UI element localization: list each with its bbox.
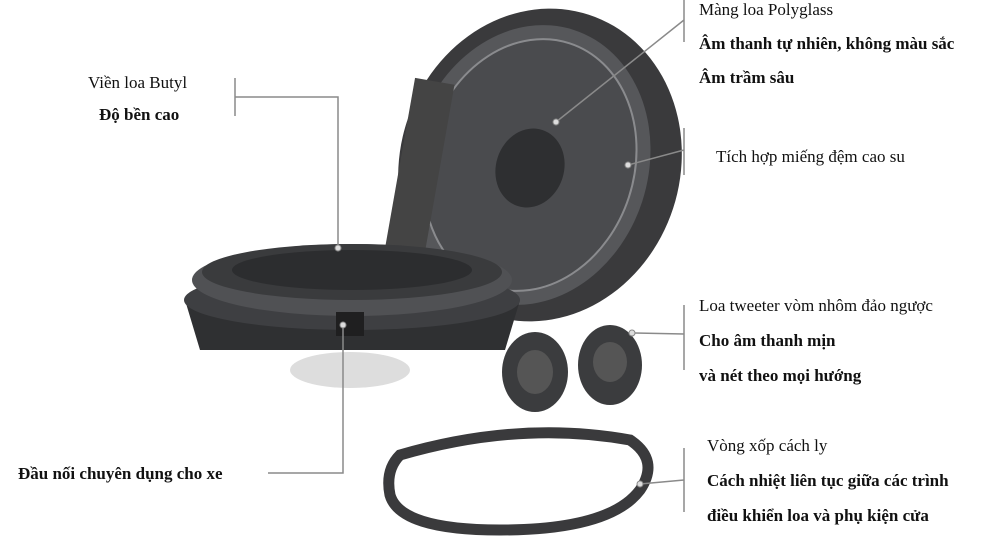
foam-ring-detail-2: điều khiển loa và phụ kiện cửa xyxy=(707,506,929,525)
tweeter-title: Loa tweeter vòm nhôm đảo ngược xyxy=(699,296,933,315)
tweeter-detail-1: Cho âm thanh mịn xyxy=(699,331,836,350)
foam-ring xyxy=(383,427,654,536)
connector-title: Đầu nối chuyên dụng cho xe xyxy=(18,464,223,483)
foam-ring-detail-1: Cách nhiệt liên tục giữa các trình xyxy=(707,471,949,490)
gasket-title: Tích hợp miếng đệm cao su xyxy=(716,147,905,166)
woofer-side-view xyxy=(184,244,520,388)
cone-title: Màng loa Polyglass xyxy=(699,0,834,19)
tweeters xyxy=(502,325,642,412)
tweeter-detail-2: và nét theo mọi hướng xyxy=(699,366,862,385)
callout-lines xyxy=(234,0,685,512)
surround-detail: Độ bền cao xyxy=(99,105,180,124)
cone-detail-1: Âm thanh tự nhiên, không màu sắc xyxy=(699,34,955,53)
cone-detail-2: Âm trầm sâu xyxy=(699,68,795,87)
surround-title: Viền loa Butyl xyxy=(88,73,188,92)
foam-ring-title: Vòng xốp cách ly xyxy=(707,436,828,455)
